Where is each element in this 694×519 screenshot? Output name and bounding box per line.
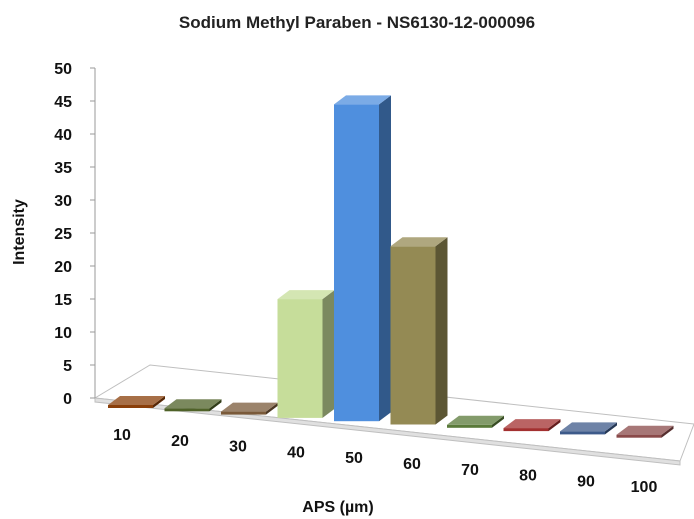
- floor-edge: [94, 397, 681, 466]
- x-tick-label: 30: [229, 439, 247, 456]
- y-tick-label: 40: [54, 127, 72, 144]
- bar-top: [560, 422, 617, 432]
- bar-side: [209, 399, 222, 412]
- y-axis-label: Intensity: [11, 199, 28, 265]
- y-tick-label: 50: [54, 61, 72, 78]
- bar-top: [390, 237, 448, 247]
- bar-top: [164, 399, 222, 409]
- x-tick-label: 40: [287, 444, 305, 461]
- bar-front: [503, 428, 549, 432]
- y-tick-label: 45: [54, 94, 72, 111]
- bar-top: [221, 402, 278, 412]
- bar-side: [605, 422, 617, 435]
- bar-front: [560, 431, 605, 435]
- bar-side: [492, 415, 504, 428]
- x-tick-label: 80: [519, 468, 537, 485]
- x-tick-label: 70: [461, 462, 479, 479]
- bar-30: [221, 402, 278, 415]
- y-tick-label: 30: [54, 193, 72, 210]
- y-tick-label: 25: [54, 226, 72, 243]
- bar-side: [435, 237, 448, 425]
- bar-side: [322, 290, 335, 418]
- x-axis-label: APS (µm): [302, 499, 373, 516]
- bar-side: [661, 425, 674, 438]
- bar-40: [277, 290, 335, 418]
- y-tick-labels: 0 5 10 15 20 25 30 35 40 45 50: [54, 61, 72, 408]
- bar-side: [266, 402, 278, 415]
- bar-top: [503, 419, 561, 429]
- y-tick-label: 0: [63, 391, 72, 408]
- x-tick-label: 60: [403, 456, 421, 473]
- x-tick-labels: 10 20 30 40 50 60 70 80 90 100: [113, 427, 657, 496]
- bar-front: [616, 434, 662, 438]
- bar-top: [277, 290, 335, 300]
- bar-80: [503, 419, 561, 432]
- y-axis: [90, 67, 96, 399]
- bar-side: [379, 95, 391, 422]
- bar-front: [108, 405, 153, 408]
- x-tick-label: 50: [345, 450, 363, 467]
- y-tick-label: 10: [54, 325, 72, 342]
- x-tick-label: 100: [631, 479, 658, 496]
- bar-top: [108, 396, 165, 405]
- bar-front: [164, 408, 210, 412]
- bar-front: [334, 104, 379, 422]
- y-tick-label: 20: [54, 259, 72, 276]
- bar-70: [447, 415, 504, 428]
- bar-front: [221, 411, 266, 415]
- bar-top: [616, 425, 674, 435]
- bars: [108, 95, 674, 438]
- y-tick-label: 5: [63, 358, 72, 375]
- x-tick-label: 10: [113, 427, 131, 444]
- bar-90: [560, 422, 617, 435]
- bar-50: [334, 95, 391, 422]
- bar-10: [108, 396, 165, 408]
- bar-60: [390, 237, 448, 425]
- bar-20: [164, 399, 222, 412]
- bar-side: [548, 419, 561, 432]
- y-tick-label: 35: [54, 160, 72, 177]
- chart-title: Sodium Methyl Paraben - NS6130-12-000096: [179, 13, 535, 32]
- bar-top: [334, 95, 391, 105]
- bar-front: [277, 299, 323, 418]
- bar-100: [616, 425, 674, 438]
- x-tick-label: 90: [577, 473, 595, 490]
- x-tick-label: 20: [171, 433, 189, 450]
- bar-top: [447, 415, 504, 425]
- y-tick-label: 15: [54, 292, 72, 309]
- bar-side: [153, 396, 165, 408]
- bar-front: [390, 246, 436, 425]
- bar-front: [447, 424, 492, 428]
